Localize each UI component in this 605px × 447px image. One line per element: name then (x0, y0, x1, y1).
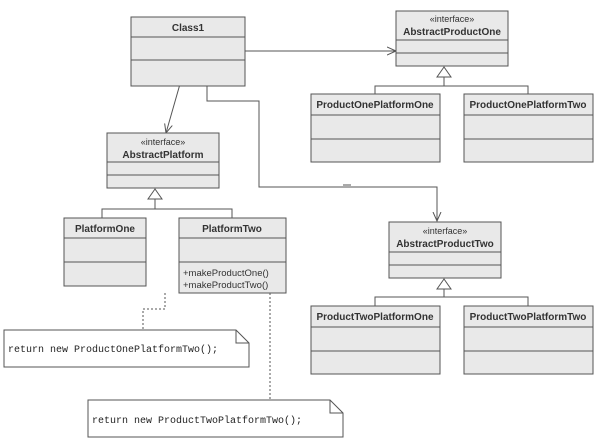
operation-makeproducttwo: +makeProductTwo() (183, 280, 268, 291)
realization-arrowhead-platform (147, 188, 163, 200)
class-productoneplatformone[interactable]: ProductOnePlatformOne (310, 93, 441, 163)
class-productoneplatformtwo[interactable]: ProductOnePlatformTwo (463, 93, 594, 163)
class-producttwoplatformtwo[interactable]: ProductTwoPlatformTwo (463, 305, 594, 375)
class-name: PlatformOne (75, 224, 135, 235)
interface-abstractproducttwo[interactable]: «interface» AbstractProductTwo (388, 221, 502, 279)
class-name: ProductOnePlatformOne (316, 100, 434, 111)
realization-platformtwo (155, 208, 233, 218)
operation-makeproductone: +makeProductOne() (183, 268, 269, 279)
class-name: AbstractProductOne (403, 27, 501, 38)
class-producttwoplatformone[interactable]: ProductTwoPlatformOne (310, 305, 441, 375)
association-class1-abstractplatform (166, 83, 181, 133)
class-name: ProductOnePlatformTwo (469, 100, 586, 111)
note-producttwoplatformtwo[interactable]: return new ProductTwoPlatformTwo(); (87, 399, 344, 438)
note-anchor-1 (142, 293, 166, 330)
class-name: AbstractPlatform (122, 150, 203, 161)
realization-platformone (101, 199, 156, 218)
class-name: ProductTwoPlatformOne (316, 312, 433, 323)
class-platformone[interactable]: PlatformOne (63, 217, 147, 287)
class-name: ProductTwoPlatformTwo (470, 312, 587, 323)
note-productoneplatformtwo[interactable]: return new ProductOnePlatformTwo(); (3, 329, 250, 368)
realization-producttwoplatformone (374, 289, 445, 306)
note-text: return new ProductOnePlatformTwo(); (8, 344, 218, 356)
class-class1[interactable]: Class1 (130, 16, 246, 87)
interface-abstractproductone[interactable]: «interface» AbstractProductOne (395, 10, 509, 67)
interface-abstractplatform[interactable]: «interface» AbstractPlatform (106, 132, 220, 189)
class-name: PlatformTwo (202, 224, 262, 235)
class-platformtwo[interactable]: PlatformTwo +makeProductOne() +makeProdu… (178, 217, 287, 294)
realization-productoneplatformone (374, 77, 445, 94)
realization-arrowhead-productone (436, 66, 452, 78)
realization-productoneplatformtwo (444, 85, 529, 94)
note-text: return new ProductTwoPlatformTwo(); (92, 415, 302, 427)
stereotype-label: «interface» (423, 226, 468, 236)
class-name: Class1 (172, 23, 205, 34)
association-class1-abstractproducttwo (206, 86, 437, 221)
stereotype-label: «interface» (430, 14, 475, 24)
class-name: AbstractProductTwo (396, 239, 494, 250)
realization-producttwoplatformtwo (444, 296, 529, 306)
realization-arrowhead-producttwo (436, 278, 452, 290)
stereotype-label: «interface» (141, 137, 186, 147)
